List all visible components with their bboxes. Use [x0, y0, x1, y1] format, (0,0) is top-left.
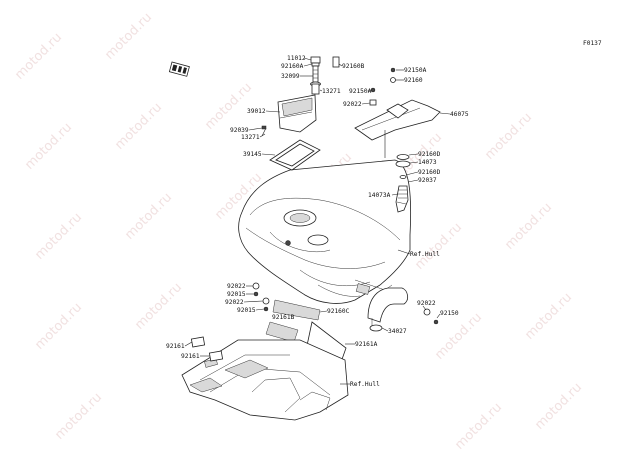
deck-hull-body: [238, 159, 412, 304]
figure-code: F0137: [583, 40, 602, 47]
grab-handle: [367, 287, 408, 332]
hardware-fasteners: [252, 67, 439, 325]
watermark-text: motod.ru: [502, 200, 555, 253]
part-label: 46075: [450, 111, 469, 118]
part-label: 92160: [404, 77, 423, 84]
lower-deck: [181, 339, 349, 421]
watermark-text: motod.ru: [452, 400, 505, 453]
part-label: 92039: [230, 127, 249, 134]
watermark-text: motod.ru: [202, 80, 255, 133]
watermark-text: motod.ru: [102, 10, 155, 63]
part-label: 14073A: [368, 192, 391, 199]
part-label: 92150A: [404, 67, 427, 74]
watermark-text: motod.ru: [412, 220, 465, 273]
labels-mid: 92022 92015 92022 92015 92161B 92160C 92…: [225, 283, 459, 335]
part-label: 92150: [440, 310, 459, 317]
watermark-text: motod.ru: [52, 390, 105, 443]
watermark-text: motod.ru: [122, 190, 175, 243]
part-label: 92022: [417, 300, 436, 307]
seal-gasket: [269, 139, 321, 171]
part-label: 92161A: [355, 341, 378, 348]
part-label: 92037: [418, 177, 437, 184]
labels-bottom: 92161 92161 92161A Ref.Hull: [166, 336, 380, 388]
part-label: 92022: [227, 283, 246, 290]
watermark-text: motod.ru: [32, 300, 85, 353]
watermark-text: motod.ru: [32, 210, 85, 263]
part-label: 92161: [166, 343, 185, 350]
part-label: 92022: [343, 101, 362, 108]
part-label: 92160D: [418, 169, 441, 176]
kawasaki-logo-icon: [168, 61, 190, 77]
part-label: 11012: [287, 55, 306, 62]
rear-bracket: [354, 99, 441, 158]
watermark-text: motod.ru: [482, 110, 535, 163]
part-label: 34027: [388, 328, 407, 335]
part-label: 32099: [281, 73, 300, 80]
watermark-text: motod.ru: [112, 100, 165, 153]
part-label: 92022: [225, 299, 244, 306]
watermark-text: motod.ru: [522, 290, 575, 343]
part-label: 92160D: [418, 151, 441, 158]
labels-right-top: 92150A 92160 92150A 92022 46075 92160D 1…: [343, 67, 469, 258]
part-label: 92015: [237, 307, 256, 314]
part-label: 92161: [181, 353, 200, 360]
part-label: Ref.Hull: [410, 251, 440, 258]
part-label: 13271: [322, 88, 341, 95]
part-label: 14073: [418, 159, 437, 166]
watermark-text: motod.ru: [432, 310, 485, 363]
part-label: 92160B: [342, 63, 365, 70]
watermark-text: motod.ru: [132, 280, 185, 333]
part-label: 92150A: [349, 88, 372, 95]
part-label: 92161B: [272, 314, 295, 321]
storage-bucket: [277, 94, 317, 133]
part-label: 92160C: [327, 308, 350, 315]
part-label: 92160A: [281, 63, 304, 70]
labels-left-top: 11012 92160A 32099 92160B 13271 39012 92…: [230, 55, 365, 158]
part-label: 92015: [227, 291, 246, 298]
part-label: 13271: [241, 134, 260, 141]
part-label: 39012: [247, 108, 266, 115]
drain-tube: [395, 154, 411, 213]
part-label: Ref.Hull: [350, 381, 380, 388]
watermark-text: motod.ru: [22, 120, 75, 173]
part-label: 39145: [243, 151, 262, 158]
watermark-text: motod.ru: [12, 30, 65, 83]
watermark-text: motod.ru: [532, 380, 585, 433]
